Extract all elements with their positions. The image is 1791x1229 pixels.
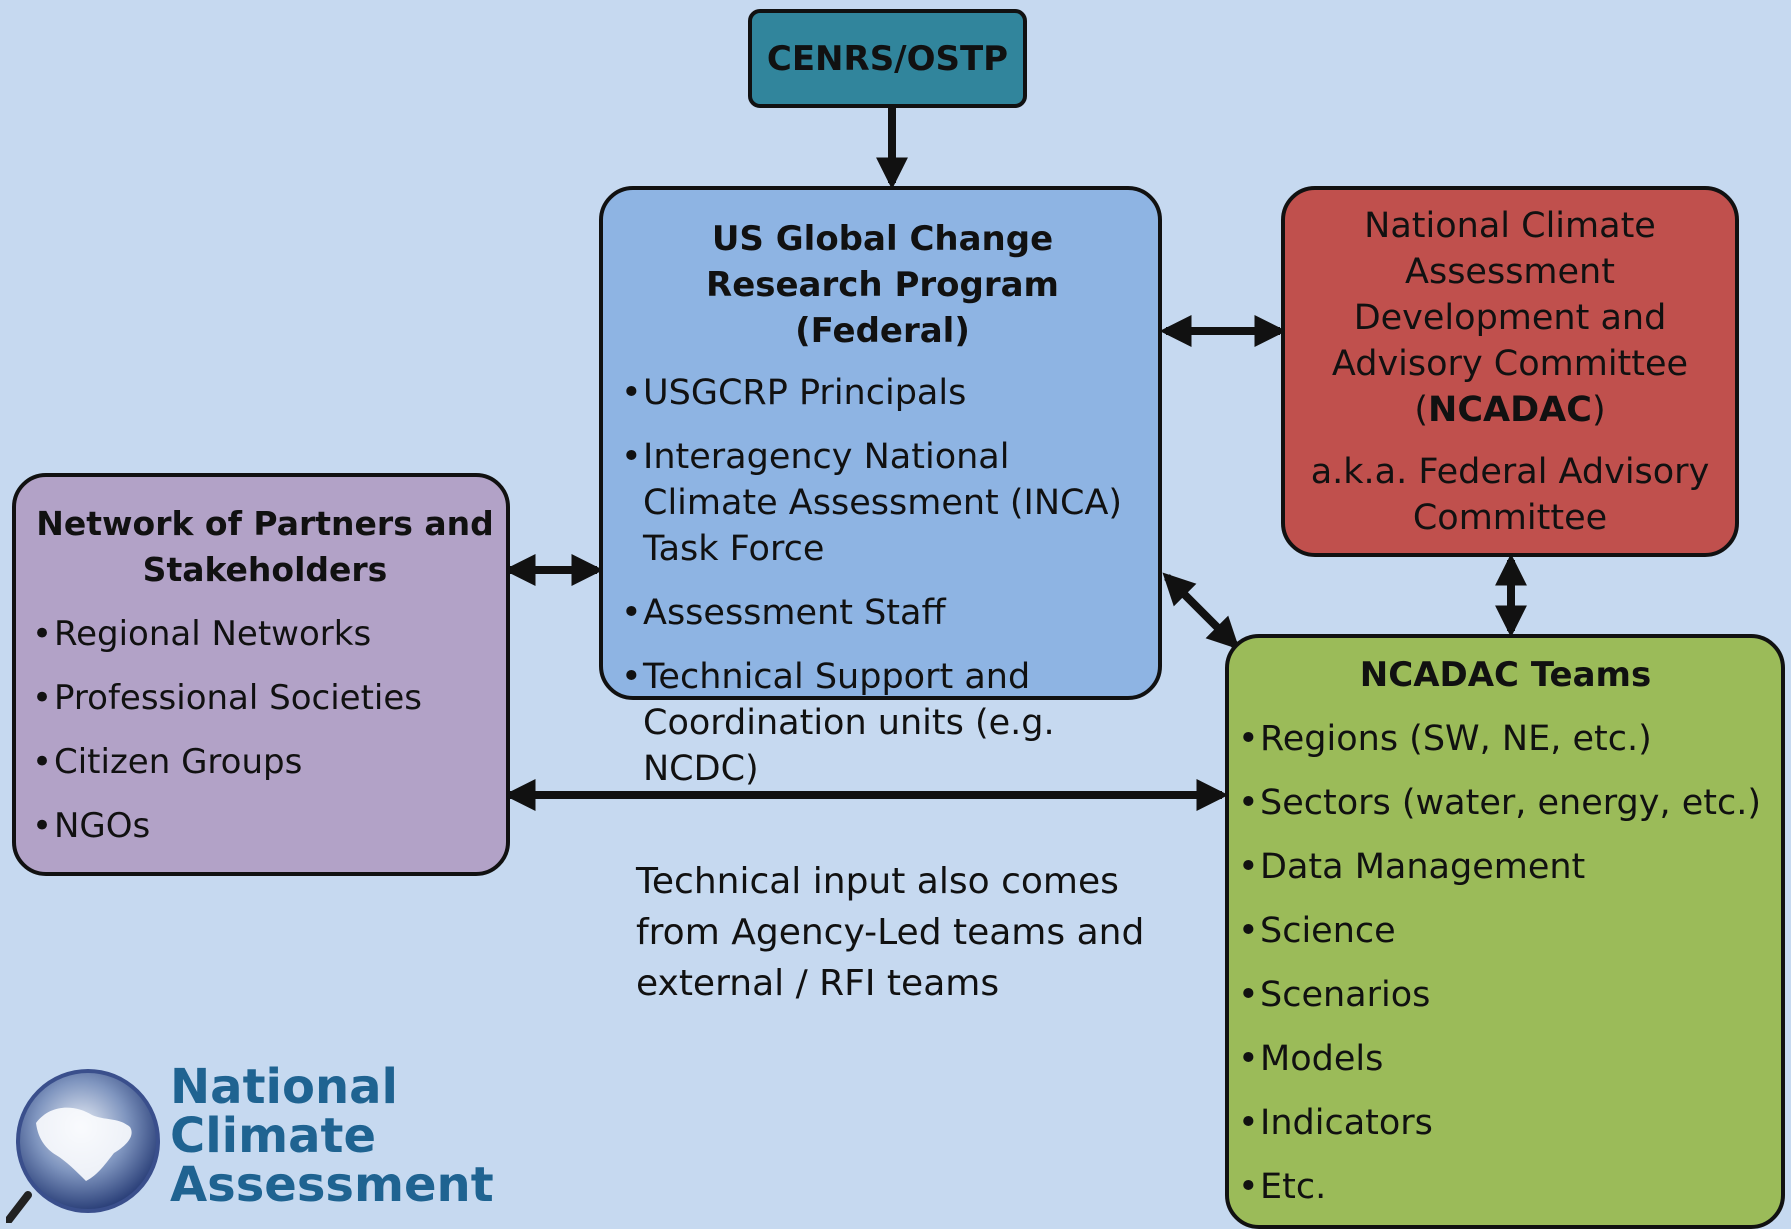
teams-title: NCADAC Teams: [1359, 655, 1652, 695]
list-item: Science: [1238, 908, 1773, 954]
usgcrp-box: US Global Change Research Program (Feder…: [599, 186, 1162, 789]
list-item: Models: [1238, 1036, 1773, 1082]
usgcrp-title: US Global Change Research Program (Feder…: [706, 219, 1059, 351]
list-item: Professional Societies: [32, 675, 498, 721]
list-item: Regional Networks: [32, 611, 498, 657]
ncadac-aka: a.k.a. Federal Advisory Committee: [1310, 452, 1710, 538]
ncadac-box: National Climate Assessment Development …: [1281, 186, 1739, 557]
list-item: Etc.: [1238, 1164, 1773, 1210]
list-item: Data Management: [1238, 844, 1773, 890]
nca-logo: National Climate Assessment: [0, 1055, 494, 1225]
network-partners-box: Network of Partners and Stakeholders Reg…: [12, 473, 510, 876]
technical-input-note: Technical input also comes from Agency-L…: [636, 861, 1145, 1004]
globe-icon: [6, 1069, 160, 1223]
logo-wordmark: National Climate Assessment: [170, 1059, 494, 1213]
ncadac-name: National Climate Assessment Development …: [1331, 206, 1689, 430]
list-item: Indicators: [1238, 1100, 1773, 1146]
list-item: USGCRP Principals: [621, 370, 1144, 416]
list-item: Interagency National Climate Assessment …: [621, 434, 1144, 572]
teams-list: Regions (SW, NE, etc.) Sectors (water, e…: [1238, 716, 1773, 1210]
list-item: Scenarios: [1238, 972, 1773, 1018]
network-list: Regional Networks Professional Societies…: [32, 611, 498, 849]
list-item: Technical Support and Coordination units…: [621, 654, 1144, 792]
network-title: Network of Partners and Stakeholders: [36, 504, 494, 589]
list-item: Sectors (water, energy, etc.): [1238, 780, 1773, 826]
cenrs-ostp-box: CENRS/OSTP: [748, 9, 1027, 108]
ncadac-acronym: NCADAC: [1428, 390, 1592, 430]
ncadac-teams-box: NCADAC Teams Regions (SW, NE, etc.) Sect…: [1225, 634, 1785, 1229]
arrow-usgcrp-teams: [1162, 572, 1240, 650]
list-item: Citizen Groups: [32, 739, 498, 785]
cenrs-label: CENRS/OSTP: [766, 38, 1009, 79]
list-item: NGOs: [32, 803, 498, 849]
usgcrp-list: USGCRP Principals Interagency National C…: [621, 370, 1144, 792]
list-item: Assessment Staff: [621, 590, 1144, 636]
list-item: Regions (SW, NE, etc.): [1238, 716, 1773, 762]
